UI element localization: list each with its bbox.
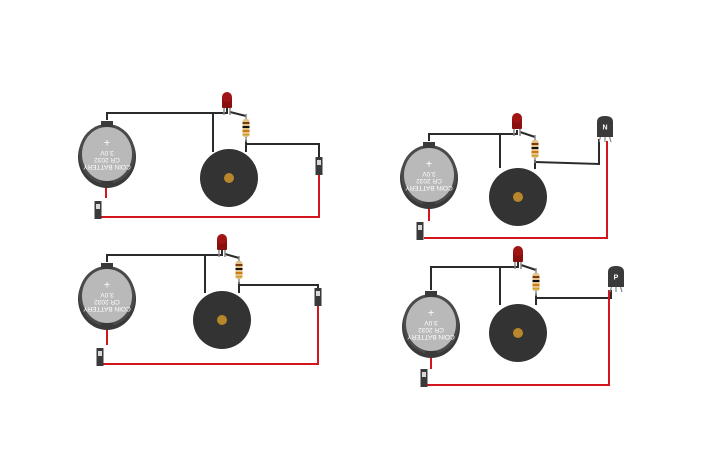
battery-label-line3: 3.0V [422, 170, 436, 177]
buzzer [193, 291, 251, 349]
battery-label-line3: 3.0V [100, 291, 114, 298]
circuit-bottom-right: COIN BATTERY CR 2032 3.0V + P [402, 245, 624, 387]
circuit-top-right: COIN BATTERY CR 2032 3.0V + N [400, 112, 613, 240]
wire [424, 141, 608, 239]
circuit-bottom-left: COIN BATTERY CR 2032 3.0V + [78, 233, 322, 366]
npn-transistor[interactable]: N [597, 116, 613, 143]
battery-label-line1: COIN BATTERY [407, 333, 455, 340]
npn-label: N [602, 125, 607, 132]
battery-plus: + [428, 306, 434, 318]
wire [520, 264, 537, 271]
coin-battery: COIN BATTERY CR 2032 3.0V + [400, 142, 458, 209]
battery-label-line2: CR 2032 [416, 177, 442, 184]
resistor [531, 267, 541, 297]
wire [519, 131, 536, 138]
battery-label-line2: CR 2032 [94, 156, 120, 163]
resistor [234, 255, 244, 285]
wire [536, 290, 612, 299]
wire [106, 250, 223, 262]
battery-label-line3: 3.0V [100, 149, 114, 156]
battery-plus: + [104, 136, 110, 148]
wire [534, 139, 600, 166]
resistor [241, 113, 251, 143]
battery-plus: + [426, 157, 432, 169]
battery-label-line3: 3.0V [424, 319, 438, 326]
wire [430, 262, 519, 290]
battery-label-line2: CR 2032 [418, 326, 444, 333]
slide-switch[interactable] [314, 288, 322, 306]
battery-label-line1: COIN BATTERY [83, 305, 131, 312]
wire [425, 290, 610, 386]
slide-switch[interactable] [96, 348, 104, 366]
resistor [530, 134, 540, 164]
buzzer [489, 304, 547, 362]
battery-plus: + [104, 278, 110, 290]
battery-label-line1: COIN BATTERY [405, 184, 453, 191]
coin-battery: COIN BATTERY CR 2032 3.0V + [402, 291, 460, 358]
battery-label-line1: COIN BATTERY [83, 163, 131, 170]
slide-switch[interactable] [416, 222, 424, 240]
circuit-top-left: COIN BATTERY CR 2032 3.0V + [78, 91, 323, 219]
battery-label-line2: CR 2032 [94, 298, 120, 305]
buzzer [489, 168, 547, 226]
buzzer [200, 149, 258, 207]
wire [101, 174, 320, 218]
wire [224, 253, 240, 259]
wire [103, 306, 319, 365]
pnp-transistor[interactable]: P [608, 266, 624, 293]
wire [246, 143, 320, 158]
pnp-label: P [614, 275, 619, 282]
wire [239, 284, 319, 289]
wire [229, 111, 247, 117]
slide-switch[interactable] [94, 201, 102, 219]
slide-switch[interactable] [420, 369, 428, 387]
slide-switch[interactable] [315, 157, 323, 175]
coin-battery: COIN BATTERY CR 2032 3.0V + [78, 263, 136, 330]
wire [106, 108, 228, 120]
coin-battery: COIN BATTERY CR 2032 3.0V + [78, 121, 136, 188]
wire [428, 130, 518, 141]
